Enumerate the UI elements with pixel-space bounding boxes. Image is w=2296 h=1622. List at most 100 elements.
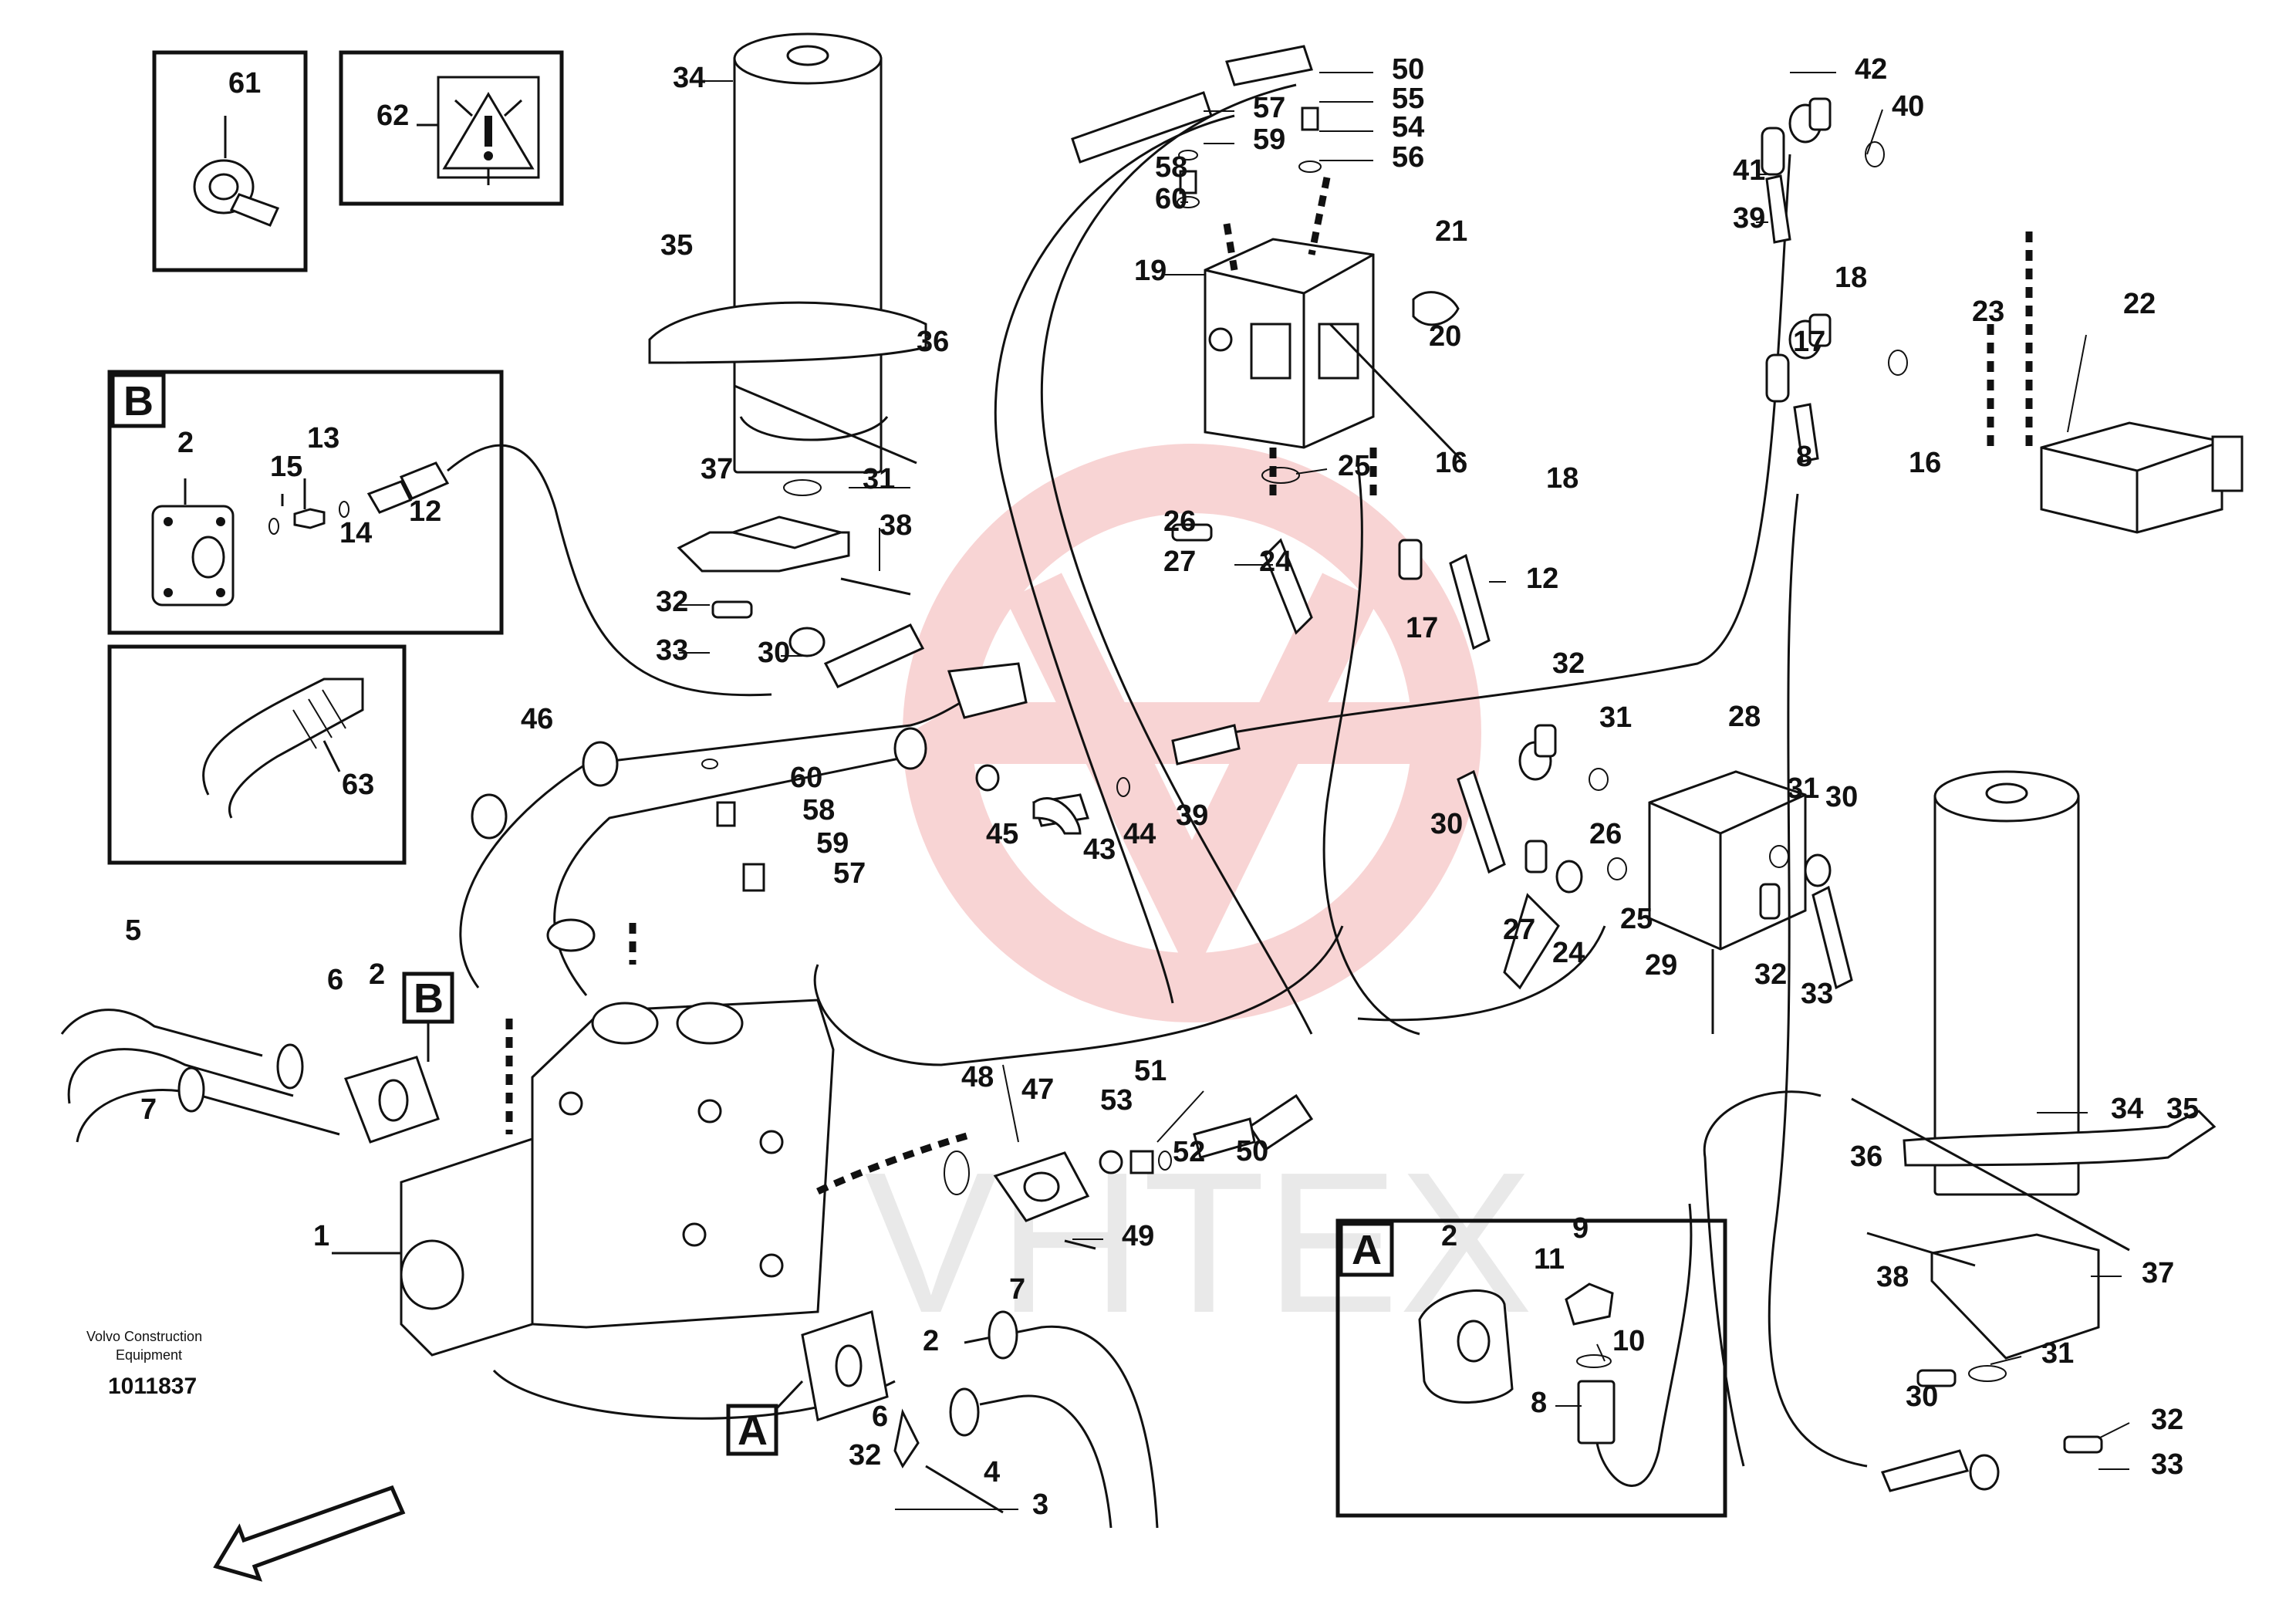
callout-label-42: 42 <box>1855 53 1887 86</box>
callout-label-9: 9 <box>1572 1212 1589 1245</box>
callout-label-26: 26 <box>1163 505 1196 538</box>
callout-label-49: 49 <box>1122 1220 1154 1252</box>
bracket-37-top <box>677 515 911 596</box>
callout-label-12: 12 <box>409 495 441 528</box>
callout-label-24: 24 <box>1552 937 1585 969</box>
dashed-connection-lines <box>505 177 2033 1195</box>
callout-label-7: 7 <box>140 1093 157 1126</box>
flange-2-left <box>344 1056 440 1144</box>
direction-arrow-icon <box>213 1485 406 1582</box>
callout-label-53: 53 <box>1100 1084 1133 1117</box>
callout-label-17: 17 <box>1793 326 1825 358</box>
callout-label-20: 20 <box>1429 320 1461 353</box>
callout-label-57: 57 <box>833 857 866 890</box>
callout-label-32: 32 <box>2151 1404 2183 1436</box>
callout-label-27: 27 <box>1503 914 1535 946</box>
callout-label-28: 28 <box>1728 701 1761 733</box>
clip-part-61 <box>193 116 280 227</box>
callout-label-1: 1 <box>313 1220 329 1252</box>
callout-label-26: 26 <box>1589 818 1622 850</box>
box-a-letter: A <box>1352 1227 1382 1273</box>
valve-block-22 <box>2040 421 2244 534</box>
callout-label-36: 36 <box>917 326 949 358</box>
callout-label-7: 7 <box>1009 1273 1025 1306</box>
detail-box-61 <box>152 50 308 272</box>
callout-label-22: 22 <box>2123 288 2156 320</box>
callout-label-21: 21 <box>1435 215 1467 248</box>
callout-label-12: 12 <box>1526 563 1558 595</box>
callout-label-47: 47 <box>1021 1073 1054 1106</box>
callout-label-32: 32 <box>849 1439 881 1472</box>
callout-label-58: 58 <box>802 794 835 826</box>
callout-label-30: 30 <box>1825 781 1858 813</box>
callout-label-38: 38 <box>1876 1261 1909 1293</box>
callout-label-62: 62 <box>376 100 409 132</box>
callout-label-31: 31 <box>2041 1337 2074 1370</box>
callout-label-63: 63 <box>342 769 374 801</box>
detail-box-b <box>107 370 504 635</box>
callout-label-19: 19 <box>1134 255 1167 287</box>
callout-label-58: 58 <box>1155 151 1187 184</box>
ref-a-arrow <box>775 1380 804 1411</box>
callout-label-30: 30 <box>758 637 790 669</box>
flange-47 <box>944 1151 1096 1250</box>
valve-block-28 <box>1648 770 1807 1034</box>
callout-label-15: 15 <box>270 451 302 483</box>
box-b-letter: B <box>123 378 154 424</box>
pipe-46 <box>459 662 1028 996</box>
callout-label-29: 29 <box>1645 949 1677 982</box>
callout-label-6: 6 <box>327 964 343 996</box>
filter-cylinder-34-top <box>648 32 927 474</box>
flange-2-box-a <box>1418 1203 1693 1487</box>
callout-label-32: 32 <box>1754 958 1787 991</box>
cable-wrap-part-63 <box>202 678 364 819</box>
pipe-4-bottom <box>925 1310 1159 1529</box>
callout-label-36: 36 <box>1850 1140 1882 1173</box>
callout-label-17: 17 <box>1406 612 1438 644</box>
leader-lines <box>679 72 2130 1510</box>
callout-label-31: 31 <box>1599 701 1632 734</box>
callout-label-51: 51 <box>1134 1055 1167 1087</box>
callout-label-18: 18 <box>1546 462 1578 495</box>
callout-label-44: 44 <box>1123 818 1156 850</box>
callout-label-3: 3 <box>1032 1489 1048 1521</box>
callout-label-57: 57 <box>1253 92 1285 124</box>
caption-line-2: Equipment <box>116 1347 182 1363</box>
callout-label-33: 33 <box>1801 978 1833 1010</box>
callout-label-33: 33 <box>2151 1448 2183 1481</box>
callout-label-31: 31 <box>863 463 895 495</box>
callout-label-10: 10 <box>1612 1325 1645 1357</box>
callout-label-8: 8 <box>1796 441 1812 473</box>
callout-label-32: 32 <box>656 586 688 618</box>
callout-label-32: 32 <box>1552 647 1585 680</box>
callout-label-61: 61 <box>228 67 261 100</box>
callout-label-37: 37 <box>2142 1257 2174 1289</box>
watermark-logo <box>903 444 1481 1022</box>
filter-cylinder-34-right <box>1851 770 2217 1252</box>
callout-label-50: 50 <box>1236 1135 1268 1168</box>
callout-label-8: 8 <box>1531 1387 1547 1419</box>
callout-label-60: 60 <box>1155 183 1187 215</box>
callout-label-46: 46 <box>521 703 553 735</box>
callout-label-2: 2 <box>177 427 194 459</box>
callout-label-30: 30 <box>1430 808 1463 840</box>
callout-label-34: 34 <box>673 62 705 94</box>
callout-label-16: 16 <box>1435 447 1467 479</box>
callout-label-18: 18 <box>1835 262 1867 294</box>
callout-label-16: 16 <box>1909 447 1941 479</box>
callout-label-5: 5 <box>125 914 141 947</box>
callout-label-50: 50 <box>1392 53 1424 86</box>
callout-label-35: 35 <box>2166 1093 2199 1125</box>
warning-triangle-icon <box>417 76 540 185</box>
callout-label-39: 39 <box>1733 202 1765 235</box>
callout-label-4: 4 <box>984 1456 1000 1489</box>
box-a-tag <box>1339 1222 1394 1277</box>
callout-label-43: 43 <box>1083 833 1116 866</box>
callout-label-56: 56 <box>1392 141 1424 174</box>
ref-tag-a <box>726 1404 778 1456</box>
detail-box-62 <box>339 50 564 206</box>
callout-label-45: 45 <box>986 818 1018 850</box>
callout-label-54: 54 <box>1392 111 1424 144</box>
